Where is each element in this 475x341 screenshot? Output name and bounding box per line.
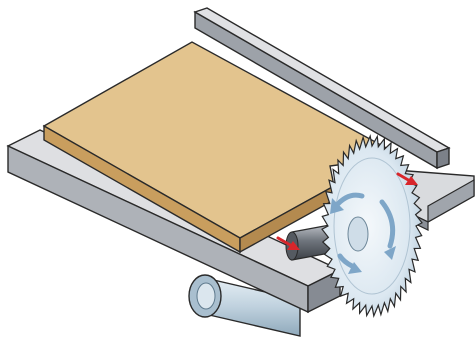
table-saw-illustration — [0, 0, 475, 341]
